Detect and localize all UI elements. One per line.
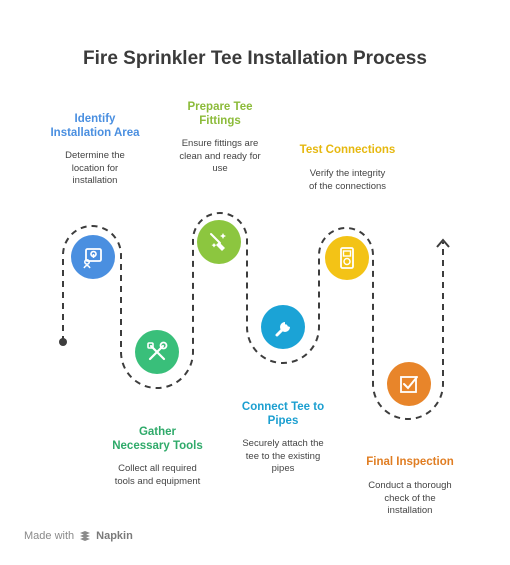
napkin-logo-icon <box>80 531 91 541</box>
map-pin-icon <box>83 248 102 269</box>
checklist-icon <box>400 376 418 393</box>
step-4-description: Securely attach the tee to the existing … <box>242 438 324 474</box>
made-with-label: Made with <box>24 530 75 542</box>
step-5-title: Test Connections <box>299 144 396 156</box>
step-2-title: Gather Necessary Tools <box>112 426 203 452</box>
step-4-node <box>261 305 305 349</box>
step-5-node <box>325 236 369 280</box>
step-2-node <box>135 330 179 374</box>
step-1-node <box>71 235 115 279</box>
brand-label[interactable]: Napkin <box>96 530 133 542</box>
step-4-title: Connect Tee to Pipes <box>241 401 325 427</box>
step-1-description: Determine the location for installation <box>65 150 125 186</box>
path-start-dot <box>59 338 67 346</box>
step-3-title: Prepare Tee Fittings <box>187 101 253 127</box>
step-1-title: Identify Installation Area <box>50 113 140 139</box>
tools-icon <box>147 341 168 361</box>
dashed-connector <box>62 212 444 420</box>
step-5-description: Verify the integrity of the connections <box>308 168 387 192</box>
step-6-description: Conduct a thorough check of the installa… <box>368 480 452 516</box>
footer: Made with Napkin <box>24 530 133 542</box>
page-title: Fire Sprinkler Tee Installation Process <box>83 48 427 69</box>
step-2-description: Collect all required tools and equipment <box>114 463 201 487</box>
cleaning-icon <box>210 233 226 251</box>
step-3-description: Ensure fittings are clean and ready for … <box>179 138 261 174</box>
wrench-icon <box>275 322 290 337</box>
step-6-node <box>387 362 431 406</box>
path-end-arrow <box>436 238 450 248</box>
step-6-title: Final Inspection <box>366 456 454 468</box>
step-3-node <box>197 220 241 264</box>
tester-icon <box>340 247 354 269</box>
